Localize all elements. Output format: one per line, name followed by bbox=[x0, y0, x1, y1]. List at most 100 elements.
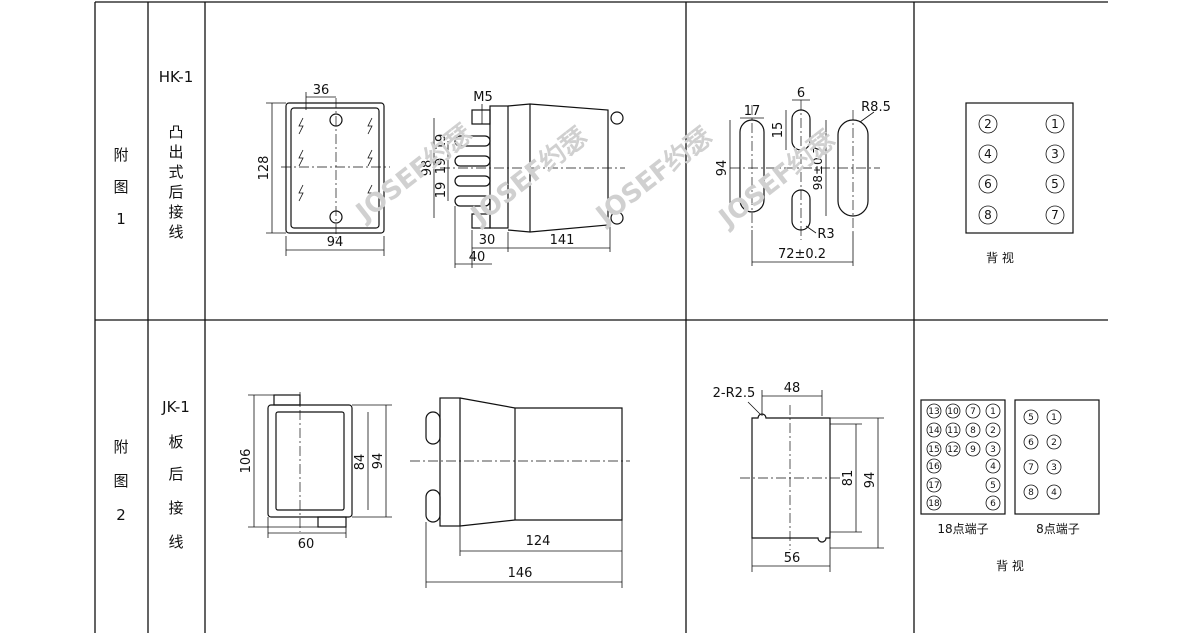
svg-text:1: 1 bbox=[1051, 413, 1057, 423]
svg-text:图: 图 bbox=[113, 472, 128, 490]
dim-94-cutout: 94 bbox=[715, 160, 730, 177]
row1-model: HK-1 bbox=[159, 68, 194, 86]
dim-r8-5: R8.5 bbox=[861, 100, 891, 115]
row2-terminal-18: 13 10 7 1 14 11 8 2 15 12 9 3 16 4 17 5 … bbox=[920, 399, 1006, 536]
dim-48: 48 bbox=[784, 381, 801, 396]
t8-7: 7 bbox=[1023, 459, 1039, 475]
t18-18: 18 bbox=[926, 495, 942, 511]
svg-text:15: 15 bbox=[928, 445, 939, 455]
row1-view-label: 背 视 bbox=[986, 250, 1014, 265]
svg-text:9: 9 bbox=[970, 445, 976, 455]
t18-14: 14 bbox=[926, 422, 942, 438]
dim-56: 56 bbox=[784, 551, 801, 566]
dim-40: 40 bbox=[469, 250, 486, 265]
row2-model: JK-1 bbox=[161, 398, 190, 416]
dim-81: 81 bbox=[841, 470, 856, 487]
svg-text:5: 5 bbox=[990, 481, 996, 491]
row1-fig-label: 附 图 1 bbox=[113, 146, 128, 228]
t18-7: 7 bbox=[965, 403, 981, 419]
svg-text:接: 接 bbox=[168, 499, 183, 517]
svg-text:2: 2 bbox=[116, 506, 126, 524]
svg-text:1: 1 bbox=[1051, 117, 1059, 131]
t18-16: 16 bbox=[926, 458, 942, 474]
dim-98: 98 bbox=[420, 160, 435, 177]
svg-text:11: 11 bbox=[947, 426, 958, 436]
svg-text:10: 10 bbox=[947, 407, 959, 417]
dim-72-tol: 72±0.2 bbox=[778, 247, 826, 262]
svg-text:7: 7 bbox=[1051, 208, 1059, 222]
terminal-1: 1 bbox=[1045, 114, 1065, 134]
dim-106: 106 bbox=[239, 449, 254, 474]
t8-5: 5 bbox=[1023, 409, 1039, 425]
row2-side-view: 124 146 bbox=[410, 397, 630, 588]
row2-front-view: 106 84 94 60 bbox=[239, 392, 392, 552]
t18-2: 2 bbox=[985, 422, 1001, 438]
svg-text:2: 2 bbox=[990, 426, 996, 436]
t18-4: 4 bbox=[985, 458, 1001, 474]
t8-2: 2 bbox=[1046, 434, 1062, 450]
row1-side-view: M5 98 19 19 19 30 141 40 bbox=[420, 90, 625, 268]
terminal-4: 4 bbox=[978, 144, 998, 164]
terminal-7: 7 bbox=[1045, 205, 1065, 225]
svg-text:线: 线 bbox=[168, 533, 183, 551]
svg-text:8: 8 bbox=[970, 426, 976, 436]
svg-text:14: 14 bbox=[928, 426, 940, 436]
row1-terminal-panel: 2 1 4 3 6 5 8 7 背 视 bbox=[965, 102, 1074, 265]
t18-6: 6 bbox=[985, 495, 1001, 511]
t8-4: 4 bbox=[1046, 484, 1062, 500]
svg-text:式: 式 bbox=[168, 163, 183, 181]
svg-text:1: 1 bbox=[116, 210, 126, 228]
svg-text:8: 8 bbox=[1028, 488, 1034, 498]
row2-fig-label: 附 图 2 bbox=[113, 438, 128, 524]
svg-text:12: 12 bbox=[947, 445, 958, 455]
svg-text:线: 线 bbox=[168, 223, 183, 241]
svg-text:附: 附 bbox=[113, 438, 128, 456]
row1-front-view: 36 128 94 bbox=[257, 83, 390, 256]
dim-15: 15 bbox=[771, 122, 786, 139]
svg-text:1: 1 bbox=[990, 407, 996, 417]
svg-text:13: 13 bbox=[928, 407, 939, 417]
dim-141: 141 bbox=[550, 233, 575, 248]
row2-terminal-8: 5 1 6 2 7 3 8 4 8点端子 bbox=[1014, 399, 1100, 536]
t18-3: 3 bbox=[985, 441, 1001, 457]
t18-5: 5 bbox=[985, 477, 1001, 493]
svg-text:6: 6 bbox=[984, 177, 992, 191]
terminal-8: 8 bbox=[978, 205, 998, 225]
svg-text:5: 5 bbox=[1028, 413, 1034, 423]
svg-text:2: 2 bbox=[984, 117, 992, 131]
dim-r3: R3 bbox=[817, 227, 834, 242]
svg-text:4: 4 bbox=[1051, 488, 1057, 498]
svg-text:18: 18 bbox=[928, 499, 940, 509]
row2-panel-cutout: 2-R2.5 48 81 94 56 bbox=[713, 381, 884, 572]
row1-panel-cutout: 17 6 R8.5 15 94 98±0.7 R3 72±0.2 bbox=[715, 86, 891, 266]
dim-84: 84 bbox=[353, 454, 368, 471]
t18-8: 8 bbox=[965, 422, 981, 438]
svg-text:5: 5 bbox=[1051, 177, 1059, 191]
dim-94-jk-cutout: 94 bbox=[863, 472, 878, 489]
dim-124: 124 bbox=[526, 534, 551, 549]
dim-94-jk: 94 bbox=[371, 453, 386, 470]
svg-text:17: 17 bbox=[928, 481, 939, 491]
terminal-6: 6 bbox=[978, 174, 998, 194]
t8-3: 3 bbox=[1046, 459, 1062, 475]
t18-12: 12 bbox=[945, 441, 961, 457]
svg-text:2: 2 bbox=[1051, 438, 1057, 448]
svg-text:16: 16 bbox=[928, 462, 940, 472]
svg-text:3: 3 bbox=[990, 445, 996, 455]
t18-11: 11 bbox=[945, 422, 961, 438]
svg-text:3: 3 bbox=[1051, 147, 1059, 161]
t18-9: 9 bbox=[965, 441, 981, 457]
svg-text:4: 4 bbox=[984, 147, 992, 161]
svg-text:4: 4 bbox=[990, 462, 996, 472]
t8-1: 1 bbox=[1046, 409, 1062, 425]
svg-text:图: 图 bbox=[113, 178, 128, 196]
dim-30: 30 bbox=[479, 233, 496, 248]
t8-8: 8 bbox=[1023, 484, 1039, 500]
svg-text:7: 7 bbox=[970, 407, 976, 417]
svg-text:凸: 凸 bbox=[168, 123, 183, 141]
dim-19b: 19 bbox=[434, 158, 449, 175]
caption-8-terminal: 8点端子 bbox=[1036, 522, 1080, 536]
svg-text:接: 接 bbox=[168, 203, 183, 221]
watermark-1: JOSEF约瑟 bbox=[349, 118, 478, 229]
